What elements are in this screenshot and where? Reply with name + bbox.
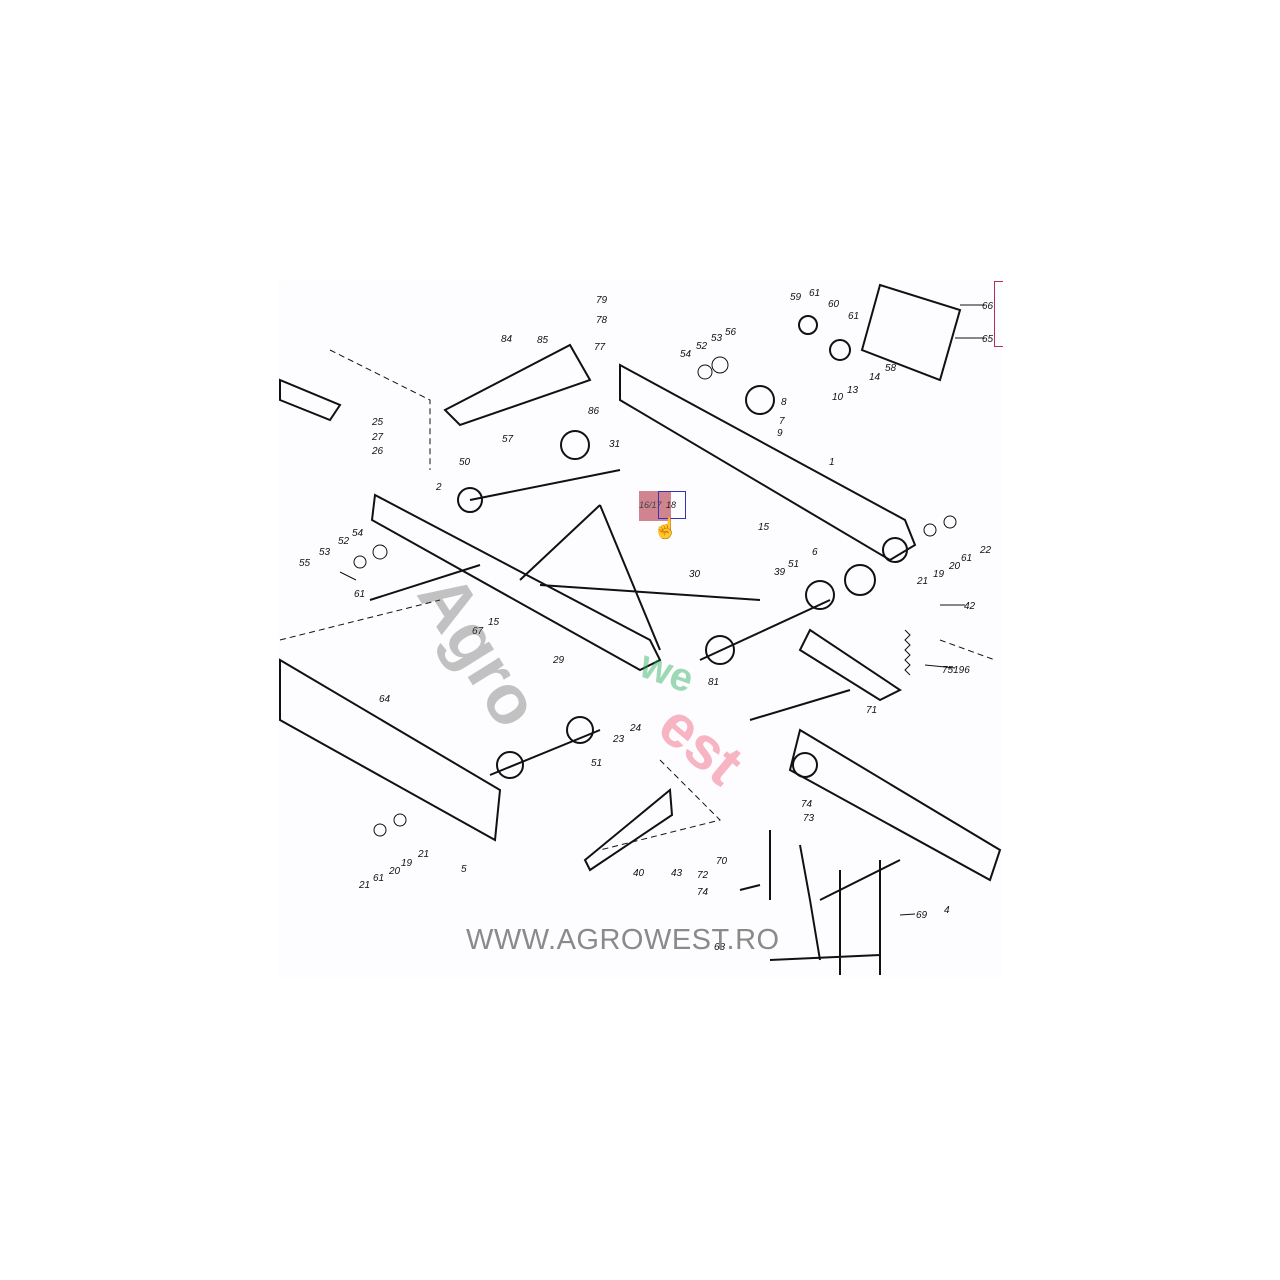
callout-label[interactable]: 20 [388,866,401,877]
callout-label[interactable]: 73 [803,813,815,824]
callout-label[interactable]: 64 [379,694,391,705]
callout-label[interactable]: 52 [696,341,708,352]
callout-label[interactable]: 5 [461,864,467,875]
callout-label[interactable]: 21 [916,576,928,587]
callout-label[interactable]: 61 [373,873,384,884]
callout-label[interactable]: 58 [885,363,897,374]
callout-label[interactable]: 81 [708,677,719,688]
hand-pointer-icon: ☝ [653,518,678,540]
callout-16-17-label: 16/17 [639,500,662,510]
callout-label[interactable]: 53 [711,333,723,344]
callout-label[interactable]: 19 [933,569,945,580]
callout-label[interactable]: 10 [832,392,844,403]
callout-label[interactable]: 72 [697,870,709,881]
callout-label[interactable]: 74 [801,799,813,810]
callout-hotspot-16-17[interactable]: 16/17 [639,491,671,521]
callout-label[interactable]: 20 [948,561,961,572]
callout-label[interactable]: 39 [774,567,786,578]
callout-label[interactable]: 61 [354,589,365,600]
callout-label[interactable]: 43 [671,868,683,879]
callout-label[interactable]: 65 [982,334,994,345]
callout-label[interactable]: 59 [790,292,802,303]
callout-label[interactable]: 21 [358,880,370,891]
callout-label[interactable]: 55 [299,558,311,569]
callout-label[interactable]: 9 [777,428,783,439]
callout-label[interactable]: 51 [591,758,602,769]
callout-label[interactable]: 68 [714,942,726,953]
callout-label[interactable]: 86 [588,406,600,417]
callout-label[interactable]: 50 [459,457,471,468]
callout-label[interactable]: 19 [401,858,413,869]
callout-label[interactable]: 4 [944,905,950,916]
callout-label[interactable]: 6 [812,547,818,558]
callout-label[interactable]: 57 [502,434,514,445]
callout-label[interactable]: 40 [633,868,645,879]
callout-label[interactable]: 15 [758,522,770,533]
callout-label[interactable]: 54 [680,349,692,360]
callout-label[interactable]: 21 [417,849,429,860]
side-panel-tab[interactable] [994,281,1003,347]
callout-label[interactable]: 56 [725,327,737,338]
watermark-url: WWW.AGROWEST.RO [466,924,780,956]
callout-label[interactable]: 78 [596,315,608,326]
callout-label[interactable]: 53 [319,547,331,558]
callout-label[interactable]: 75196 [942,665,970,676]
callout-label[interactable]: 27 [371,432,384,443]
callout-label[interactable]: 60 [828,299,840,310]
callout-label[interactable]: 85 [537,335,549,346]
callout-label[interactable]: 74 [697,887,709,898]
callout-label[interactable]: 31 [609,439,620,450]
callout-label[interactable]: 77 [594,342,606,353]
callout-label[interactable]: 29 [552,655,565,666]
callout-label[interactable]: 70 [716,856,728,867]
callout-label[interactable]: 8 [781,397,787,408]
callout-hotspot-18[interactable]: 18 [658,491,686,519]
callout-label[interactable]: 22 [979,545,992,556]
callout-18-label: 18 [666,500,677,510]
callout-label[interactable]: 26 [371,446,384,457]
callout-label[interactable]: 42 [964,601,976,612]
callout-label[interactable]: 24 [629,723,642,734]
exploded-view-drawing [279,283,1002,975]
callout-label[interactable]: 79 [596,295,608,306]
callout-label[interactable]: 7 [779,416,785,427]
callout-label[interactable]: 67 [472,626,484,637]
callout-label[interactable]: 52 [338,536,350,547]
callout-label[interactable]: 15 [488,617,500,628]
callout-label[interactable]: 25 [371,417,384,428]
callout-label[interactable]: 13 [847,385,859,396]
callout-label[interactable]: 51 [788,559,799,570]
callout-label[interactable]: 30 [689,569,701,580]
callout-label[interactable]: 71 [866,705,877,716]
callout-label[interactable]: 61 [961,553,972,564]
callout-label[interactable]: 61 [809,288,820,299]
callout-label[interactable]: 2 [435,482,442,493]
callout-label[interactable]: 84 [501,334,513,345]
callout-label[interactable]: 66 [982,301,994,312]
callout-label[interactable]: 69 [916,910,928,921]
callout-label[interactable]: 1 [829,457,835,468]
callout-label[interactable]: 54 [352,528,364,539]
callout-label[interactable]: 61 [848,311,859,322]
callout-label[interactable]: 14 [869,372,881,383]
callout-label[interactable]: 23 [612,734,625,745]
